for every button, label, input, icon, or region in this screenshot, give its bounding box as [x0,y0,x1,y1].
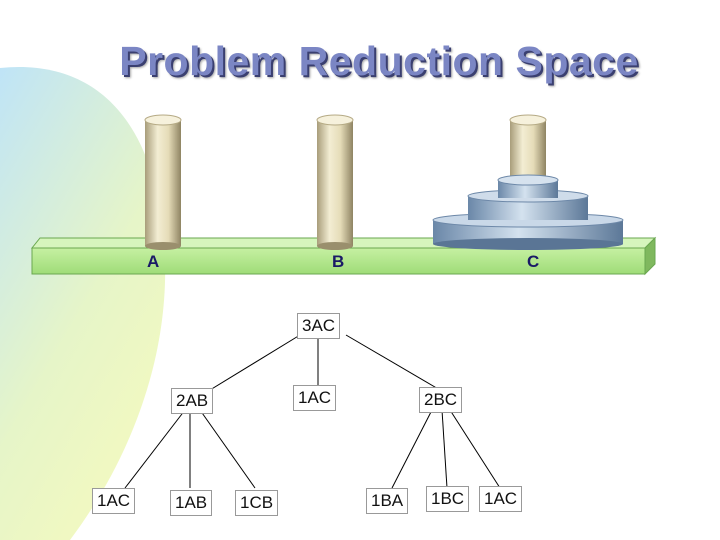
tree-leaf-1ba: 1BA [366,488,409,514]
background-swoosh [0,67,166,540]
peg-label-c: C [527,252,540,271]
tree-leaf-1ac-2: 1AC [479,486,523,512]
edge-2ab-1cb [199,409,256,489]
peg-label-b: B [332,252,345,271]
peg-c [509,114,547,180]
tree-node-2bc: 2BC [419,387,463,413]
peg-a [144,114,182,250]
tree-node-2ab: 2AB [171,388,214,414]
edge-root-2ab [209,334,301,391]
tree-leaf-1cb: 1CB [235,490,279,516]
tree-leaf-1ab: 1AB [170,490,213,516]
edge-2ab-1ac [124,409,186,489]
tree-node-1ac: 1AC [293,385,337,411]
peg-label-a: A [147,252,160,271]
tree-leaf-1bc: 1BC [426,486,470,512]
edge-2bc-1ac [449,409,501,489]
disk-small [497,174,559,198]
edge-2bc-1ba [391,409,433,489]
peg-b [316,114,354,250]
tree-leaf-1ac: 1AC [92,488,136,514]
edge-root-2bc [345,334,441,391]
page-title: Problem Reduction Space [119,38,639,84]
tree-node-root: 3AC [297,313,341,339]
edge-2bc-1bc [441,409,448,489]
